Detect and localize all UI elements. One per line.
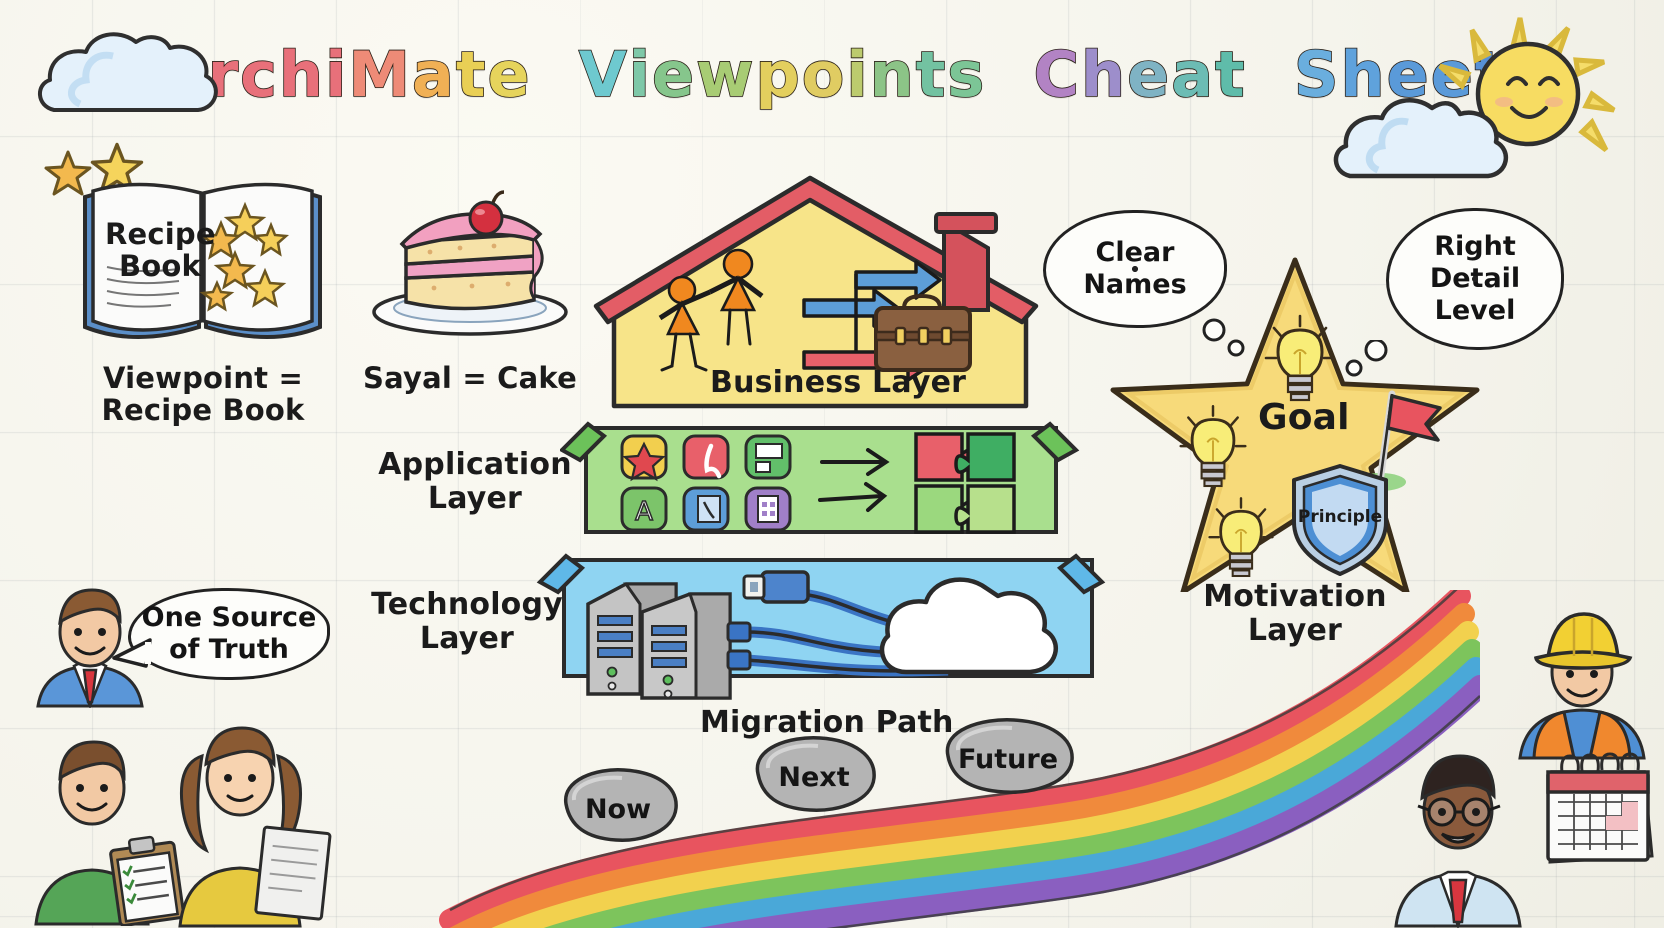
title-letter: a — [411, 37, 456, 112]
young-man-clipboard-avatar — [34, 740, 186, 926]
stone-future-label: Future — [958, 744, 1058, 775]
app-flow-arrows — [818, 448, 890, 512]
title-letter: t — [915, 37, 948, 112]
title-letter: c — [239, 37, 279, 112]
svg-text:A: A — [635, 497, 653, 527]
title-letter — [986, 38, 1033, 111]
smiling-sun-icon — [1438, 17, 1616, 153]
woman-document-avatar — [178, 726, 332, 928]
stone-next[interactable]: Next — [740, 730, 888, 818]
right-detail-bubble-tail — [1345, 340, 1388, 377]
title-letter: p — [755, 37, 802, 112]
lightbulb-icon — [1264, 314, 1336, 402]
title-letter: a — [1170, 37, 1216, 112]
title-letter: V — [578, 37, 629, 112]
title-letter — [1247, 38, 1294, 111]
sayal-equals-label: Sayal = Cake — [363, 361, 577, 395]
stone-now[interactable]: Now — [548, 762, 688, 848]
business-layer-label: Business Layer — [710, 365, 967, 400]
title-letter: i — [628, 37, 652, 112]
construction-worker-avatar — [1518, 612, 1646, 760]
principle-shield-text: Principle — [1298, 507, 1382, 527]
manager-avatar — [1394, 754, 1522, 928]
recipe-book-cover-label: Recipe Book — [105, 217, 216, 284]
title-letter: t — [455, 37, 488, 112]
migration-path-label: Migration Path — [700, 705, 954, 740]
cloud-top-left — [38, 32, 218, 112]
title-letter: e — [651, 37, 697, 112]
title-letter: n — [869, 37, 916, 112]
lightbulb-icon — [1208, 497, 1274, 578]
right-detail-level-text: Right Detail Level — [1429, 231, 1521, 326]
title-letter — [532, 38, 579, 111]
puzzle-pieces-icon — [914, 432, 1016, 534]
star-decoration — [44, 150, 92, 196]
clear-names-thought-bubble: Clear Names — [1043, 210, 1227, 328]
cloud-top-right — [1333, 98, 1509, 179]
title-letter: o — [801, 37, 847, 112]
recipe-book-icon — [83, 182, 322, 339]
viewpoint-equals-label: Viewpoint = Recipe Book — [101, 361, 305, 428]
stone-now-label: Now — [585, 794, 651, 825]
technology-layer-label: Technology Layer — [371, 587, 563, 656]
business-actors-icon — [658, 248, 764, 372]
star-decoration — [90, 142, 144, 193]
archimate-layers-house: A — [520, 170, 1106, 700]
title-letter: h — [1340, 37, 1387, 112]
briefcase-icon — [874, 293, 972, 372]
title-letter: h — [1080, 37, 1128, 112]
title-letter: w — [695, 37, 756, 112]
principle-shield-icon: Principle — [1292, 464, 1388, 576]
cake-slice-icon — [372, 190, 568, 336]
title-letter: t — [1214, 37, 1247, 112]
title-letter: C — [1033, 37, 1081, 112]
tech-cloud-icon — [879, 577, 1059, 675]
stone-next-label: Next — [778, 762, 849, 793]
businessman-avatar — [36, 588, 144, 708]
rainbow-migration-path — [439, 590, 1480, 928]
right-detail-level-thought-bubble: Right Detail Level — [1386, 208, 1564, 350]
title-letter: e — [1126, 37, 1172, 112]
app-icon-grid: A — [618, 432, 804, 536]
one-source-of-truth-speech-bubble: One Source of Truth — [128, 588, 330, 680]
title-letter: e — [487, 37, 532, 112]
page-title: ArchiMate Viewpoints Cheat Sheet — [0, 37, 1664, 112]
title-letter: S — [1293, 37, 1341, 112]
calendar-icon — [1546, 752, 1654, 864]
title-letter: i — [846, 37, 870, 112]
goal-label: Goal — [1258, 397, 1350, 438]
clear-names-text: Clear Names — [1083, 237, 1187, 300]
title-letter: i — [324, 37, 349, 112]
lightbulb-icon — [1179, 404, 1247, 488]
speech-bubble-tail — [112, 638, 152, 668]
server-rack-icon — [586, 582, 732, 700]
clear-names-bubble-tail — [1202, 318, 1245, 357]
title-letter: M — [348, 37, 413, 112]
motivation-layer-label: Motivation Layer — [1203, 579, 1387, 648]
stone-future[interactable]: Future — [930, 712, 1086, 800]
application-layer-label: Application Layer — [378, 447, 572, 516]
title-letter: h — [278, 37, 326, 112]
title-letter: s — [947, 37, 987, 112]
one-source-of-truth-text: One Source of Truth — [141, 602, 317, 665]
